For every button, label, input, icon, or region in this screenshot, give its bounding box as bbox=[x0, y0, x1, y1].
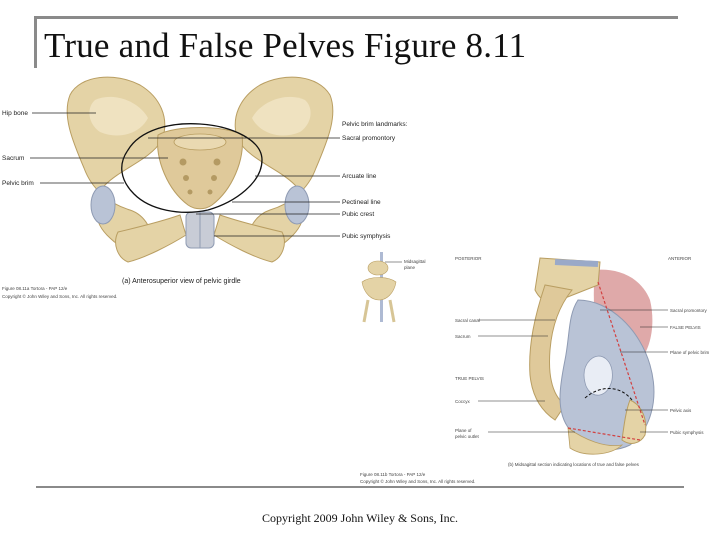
label-true-pelvis: TRUE PELVIS bbox=[455, 376, 484, 381]
label-pubic-symphysis: Pubic symphysis bbox=[342, 233, 391, 240]
inset-label-1: Midsagittal bbox=[404, 259, 426, 264]
figure-b-credit-2: Copyright © John Wiley and Sons, Inc. Al… bbox=[360, 478, 475, 484]
label-false-pelvis: FALSE PELVIS bbox=[670, 325, 701, 330]
figure-a-credit-1: Figure 08.11a Tortora - PAP 12/e bbox=[2, 286, 68, 291]
label-anterior: ANTERIOR bbox=[668, 256, 692, 261]
label-hip-bone: Hip bone bbox=[2, 110, 28, 117]
figure-a-left-labels: Hip bone Sacrum Pelvic brim bbox=[2, 110, 34, 187]
label-b-sacral-promontory: Sacral promontory bbox=[670, 308, 708, 313]
label-pectineal-line: Pectineal line bbox=[342, 199, 381, 206]
figure-a-caption: (a) Anterosuperior view of pelvic girdle bbox=[122, 278, 241, 285]
label-arcuate-line: Arcuate line bbox=[342, 173, 377, 180]
copyright-footer: Copyright 2009 John Wiley & Sons, Inc. bbox=[0, 511, 720, 526]
label-plane-of-pelvic-brim: Plane of pelvic brim bbox=[670, 350, 710, 355]
figure-b-left-leaders bbox=[478, 320, 575, 432]
label-posterior: POSTERIOR bbox=[455, 256, 482, 261]
label-coccyx: Coccyx bbox=[455, 399, 471, 404]
label-plane-of: Plane of bbox=[455, 428, 472, 433]
label-sacrum: Sacrum bbox=[2, 155, 24, 162]
label-pelvic-brim: Pelvic brim bbox=[2, 180, 34, 187]
label-sacral-promontory: Sacral promontory bbox=[342, 135, 396, 142]
pelvic-girdle-illustration bbox=[67, 77, 333, 262]
figure-a-credit-2: Copyright © John Wiley and Sons, Inc. Al… bbox=[2, 293, 117, 299]
label-pelvic-axis: Pelvic axis bbox=[670, 408, 692, 413]
midsagittal-section-illustration bbox=[530, 258, 654, 454]
inset-label-2: plane bbox=[404, 265, 416, 270]
label-b-pubic-symphysis: Pubic symphysis bbox=[670, 430, 704, 435]
label-pelvic-outlet: pelvic outlet bbox=[455, 434, 480, 439]
label-sacral-canal: Sacral canal bbox=[455, 318, 480, 323]
label-pubic-crest: Pubic crest bbox=[342, 211, 374, 218]
figure-b-caption: (b) Midsagittal section indicating locat… bbox=[508, 462, 640, 467]
midsagittal-inset: Midsagittal plane bbox=[362, 252, 426, 322]
label-pelvic-brim-landmarks: Pelvic brim landmarks: bbox=[342, 121, 408, 128]
figure-b-right-labels: Sacral promontory FALSE PELVIS Plane of … bbox=[670, 308, 710, 435]
figure-b-credit-1: Figure 08.11b Tortora - PAP 12/e bbox=[360, 472, 426, 477]
figure-a-right-labels: Pelvic brim landmarks: Sacral promontory… bbox=[342, 121, 408, 240]
label-b-sacrum: Sacrum bbox=[455, 334, 471, 339]
